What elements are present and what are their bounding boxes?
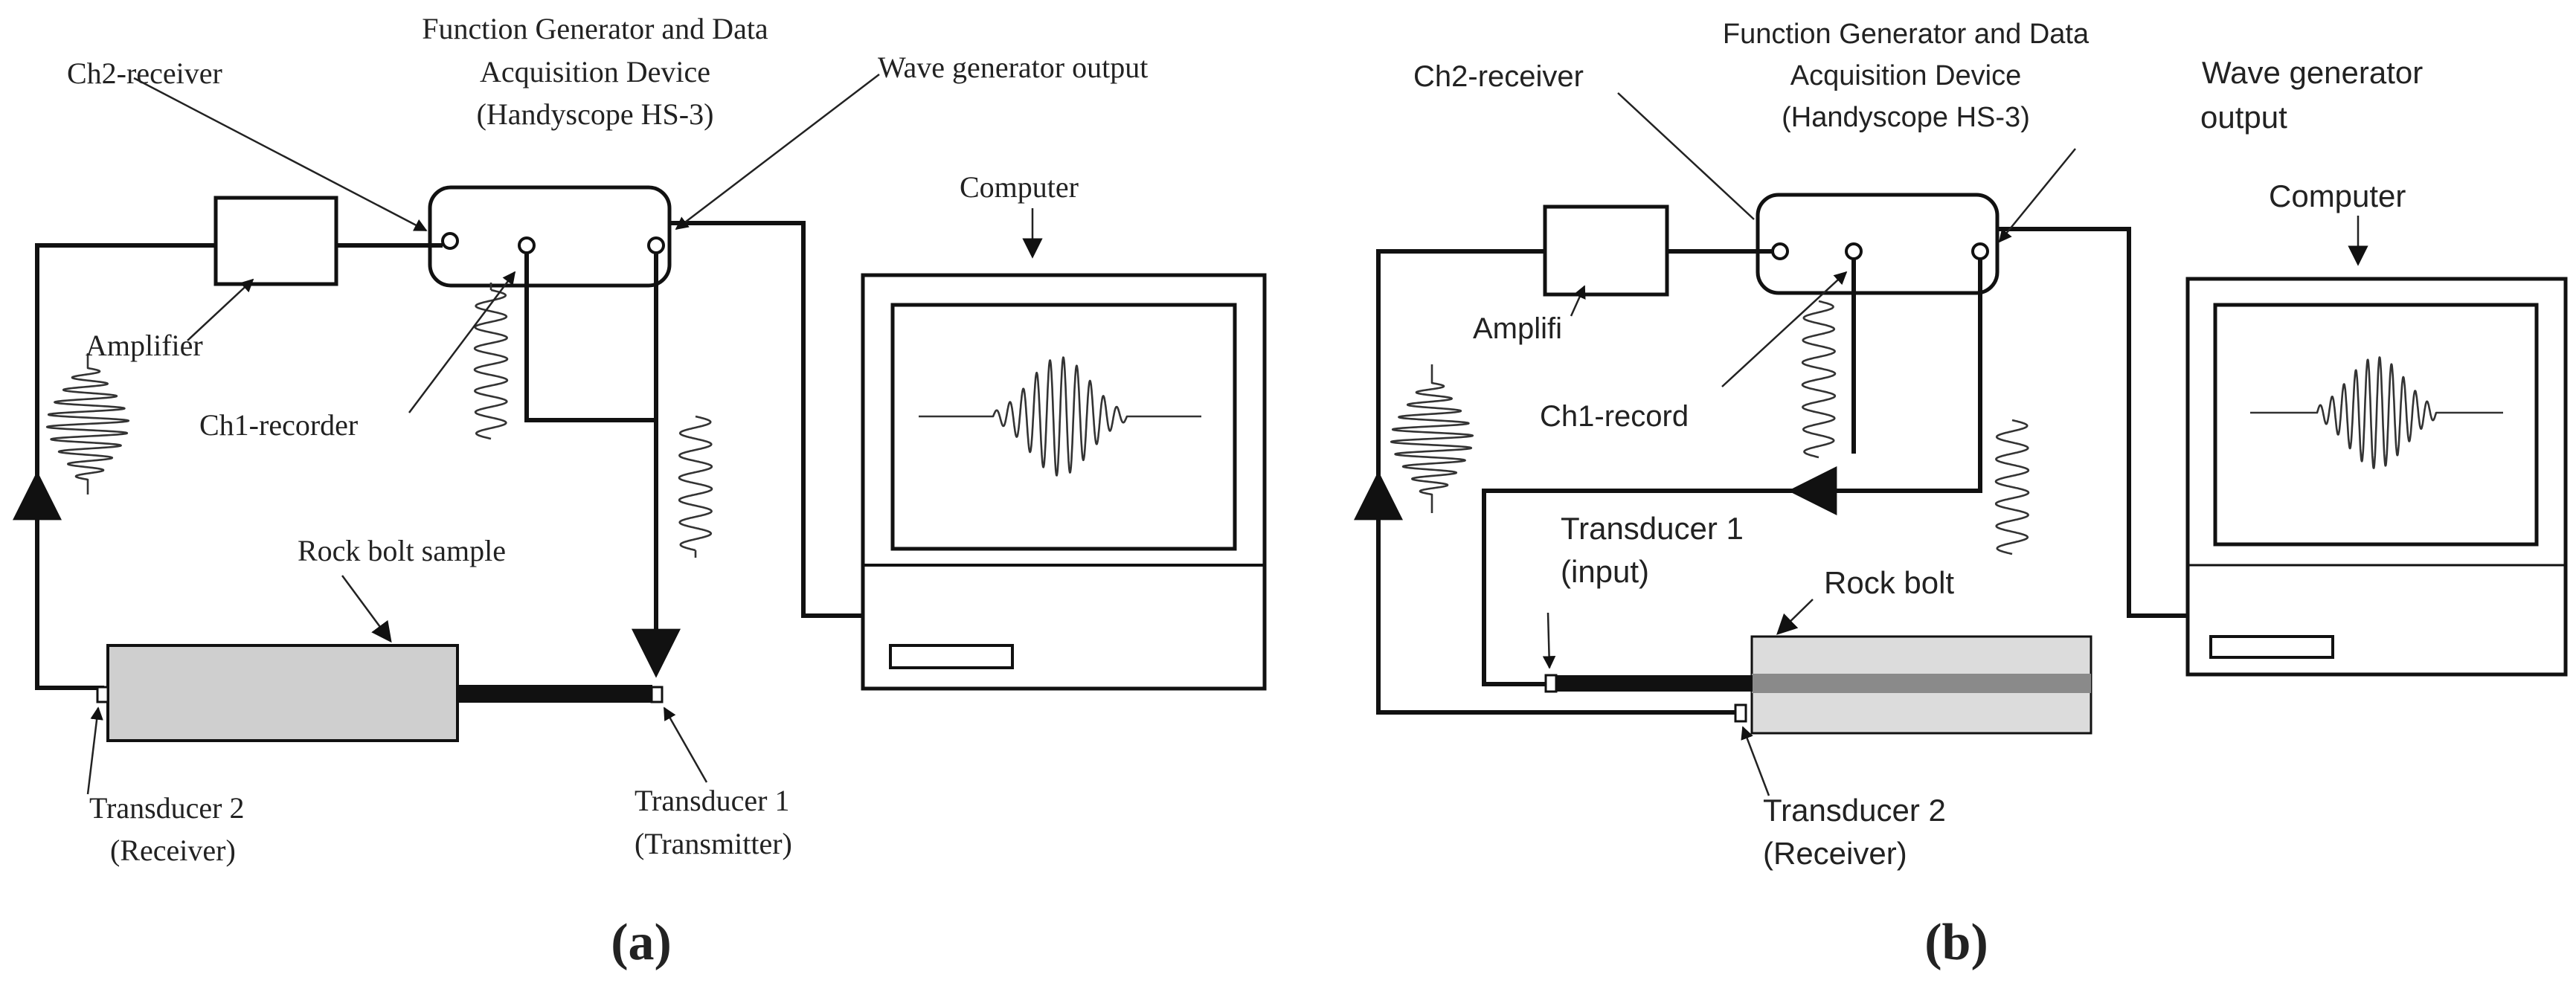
device-title-line2-b: Acquisition Device [1790, 60, 2021, 91]
rock-bolt-arrow-a [341, 575, 392, 643]
amplifier-arrow-a [187, 278, 254, 341]
disk-drive-a [889, 644, 1014, 669]
rock-bolt-label-b: Rock bolt [1824, 565, 1954, 600]
transducer1-label-b: Transducer 1 [1561, 511, 1744, 546]
transducer2-label-b: Transducer 2 [1763, 793, 1946, 828]
wire-device-computer-a [669, 221, 861, 618]
recorded-waveform-a [473, 283, 509, 440]
bolt-rod-b [1555, 675, 1753, 692]
transducer1-a [650, 686, 664, 703]
amplifier-label-b: Amplifi [1473, 312, 1562, 345]
output-arrow-a [675, 74, 880, 231]
device-title-line1-b: Function Generator and Data [1723, 19, 2090, 50]
device-title-line1-a: Function Generator and Data [422, 12, 768, 45]
transducer2-arrow-b [1741, 726, 1770, 796]
output-port-a [647, 236, 665, 254]
ch2-port-a [441, 232, 459, 250]
ch1-label-a: Ch1-recorder [199, 408, 358, 442]
transmitted-waveform-a [678, 415, 713, 558]
transducer1-arrow-a [663, 706, 708, 783]
caption-b: (b) [1924, 914, 1988, 971]
ch2-label-b: Ch2-receiver [1413, 60, 1584, 93]
transducer1-b [1544, 674, 1558, 693]
panel-b: Function Generator and Data Acquisition … [1354, 19, 2568, 971]
ch1-port-b [1845, 242, 1863, 260]
transducer2-sub-b: (Receiver) [1763, 836, 1907, 871]
ch2-port-b [1771, 242, 1789, 260]
received-waveform-b [1390, 364, 1474, 513]
transducer2-arrow-a [86, 706, 103, 795]
ch1-arrow-a [408, 271, 516, 413]
transmitted-waveform-b [1994, 419, 2030, 555]
ch2-arrow-a [133, 77, 428, 232]
transducer1-label-a: Transducer 1 [635, 784, 790, 817]
transducer2-label-a: Transducer 2 [89, 791, 245, 825]
wave-output-label-a: Wave generator output [878, 51, 1148, 84]
rock-bolt-arrow-b [1776, 599, 1814, 635]
ch2-line-b [1617, 92, 1755, 220]
device-title-line2-a: Acquisition Device [480, 55, 710, 88]
amplifier-box-a [213, 196, 338, 286]
handyscope-device-b [1756, 193, 2000, 295]
computer-label-a: Computer [960, 170, 1079, 204]
received-waveform-a [45, 353, 130, 494]
amplifier-arrow-b [1570, 285, 1586, 317]
output-port-b [1971, 242, 1989, 260]
screen-waveform-b [2250, 356, 2503, 469]
wire-output-transducer1-b [1482, 489, 1822, 686]
monitor-screen-a [890, 303, 1237, 551]
wire-output-b [1788, 259, 1982, 515]
device-title-line3-b: (Handyscope HS-3) [1782, 102, 2030, 133]
bolt-rod-a [457, 685, 652, 703]
wire-ch1-a [524, 253, 656, 422]
transducer2-b [1734, 703, 1747, 723]
ch1-port-a [518, 236, 536, 254]
rock-bolt-sample-a [106, 644, 459, 742]
rock-bolt-label-a: Rock bolt sample [298, 534, 506, 567]
handyscope-device-a [428, 185, 672, 288]
transducer2-sub-a: (Receiver) [110, 834, 236, 867]
screen-waveform-a [919, 356, 1201, 477]
disk-drive-b [2209, 635, 2334, 659]
ch1-arrow-b [1721, 271, 1848, 387]
wire-device-computer-b [1997, 227, 2188, 618]
computer-label-b: Computer [2269, 178, 2406, 213]
panel-a: Function Generator and Data Acquisition … [12, 12, 1267, 971]
transducer1-arrow-b [1542, 612, 1556, 669]
output-arrow-b [1998, 148, 2076, 243]
ch2-label-a: Ch2-receiver [67, 57, 222, 90]
wave-output-sub-b: output [2200, 100, 2287, 135]
transducer2-a [96, 686, 109, 703]
amplifier-box-b [1543, 204, 1669, 297]
wave-output-label-b: Wave generator [2202, 55, 2423, 90]
amplifier-label-a: Amplifier [86, 329, 203, 362]
device-title-line3-a: (Handyscope HS-3) [477, 97, 714, 131]
wire-amplifier-transducer2-a [35, 243, 216, 690]
rock-bolt-core-b [1752, 674, 2091, 693]
caption-a: (a) [611, 914, 672, 971]
recorded-waveform-b [1801, 300, 1837, 459]
ch1-label-b: Ch1-record [1540, 400, 1689, 433]
transducer1-sub-b: (input) [1561, 554, 1649, 589]
transducer1-sub-a: (Transmitter) [635, 827, 792, 860]
